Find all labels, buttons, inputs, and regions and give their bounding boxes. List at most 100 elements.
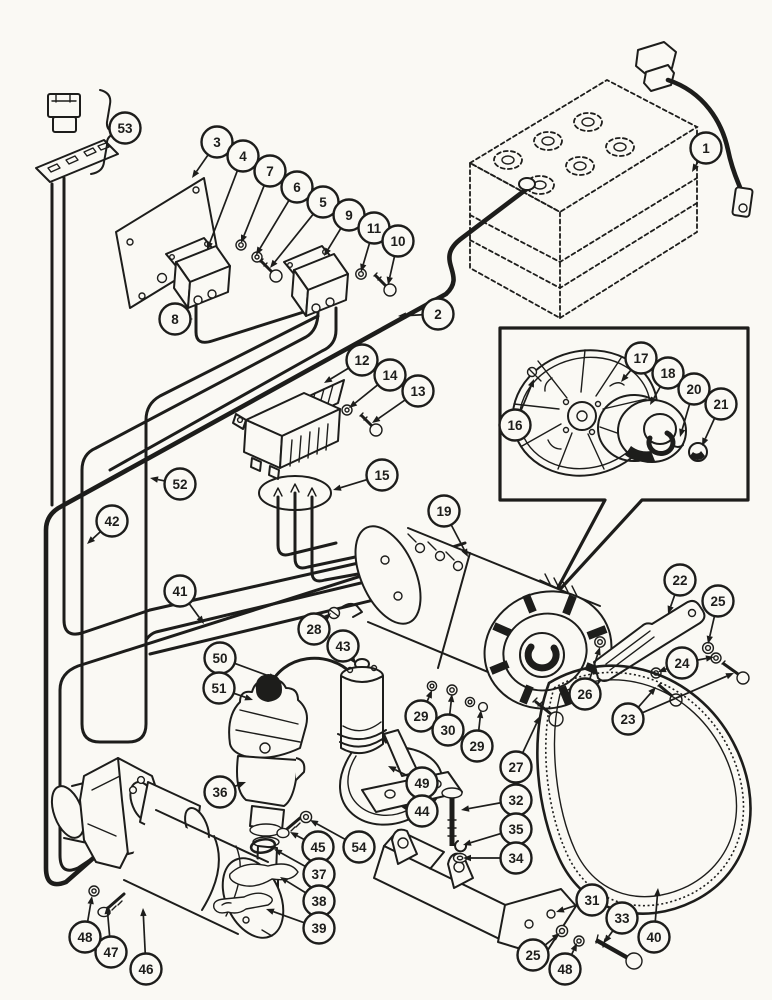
callout-circle-51: [202, 671, 236, 705]
leader-line-35: [470, 832, 502, 844]
callout-circle-48: [548, 952, 582, 986]
callout-number-38: 38: [311, 894, 327, 909]
callout-45: 45: [290, 830, 335, 864]
callout-number-8: 8: [171, 312, 179, 327]
screw-16: [526, 366, 542, 382]
clip-screw-28: [327, 602, 363, 620]
callout-40: 40: [637, 888, 671, 954]
callout-2: 2: [398, 297, 455, 331]
leader-arrow-52: [150, 476, 159, 483]
callout-number-31: 31: [584, 893, 600, 908]
leader-line-17: [625, 369, 632, 377]
callout-18: 18: [650, 356, 685, 405]
callout-number-10: 10: [390, 234, 405, 249]
callout-circle-46: [129, 952, 163, 986]
callout-number-51: 51: [211, 681, 227, 696]
callout-number-23: 23: [620, 712, 636, 727]
callout-circle-40: [637, 920, 671, 954]
callout-circle-21: [704, 387, 738, 421]
bolt-45: [276, 816, 302, 839]
callout-32: 32: [461, 783, 533, 817]
callout-9: 9: [324, 198, 366, 256]
callout-circle-47: [94, 935, 128, 969]
callout-number-29: 29: [413, 709, 428, 724]
callout-circle-5: [306, 185, 340, 219]
callout-circle-44: [405, 794, 439, 828]
callout-54: 54: [310, 820, 376, 864]
callout-circle-8: [158, 302, 192, 336]
callout-28: 28: [297, 612, 331, 646]
leader-arrow-48: [87, 896, 94, 905]
callout-circle-54: [342, 830, 376, 864]
leader-line-25: [708, 615, 716, 637]
callout-19: 19: [427, 494, 468, 557]
callout-38: 38: [280, 877, 336, 918]
leader-line-22: [669, 594, 676, 607]
leader-line-16: [520, 386, 532, 411]
callout-number-34: 34: [508, 851, 524, 866]
leader-line-11: [362, 242, 371, 265]
callout-52: 52: [150, 467, 197, 501]
callout-circle-25: [516, 938, 550, 972]
leader-line-40: [654, 895, 659, 922]
leader-arrow-29: [425, 690, 432, 699]
callout-circle-14: [373, 358, 407, 392]
callout-number-28: 28: [306, 622, 322, 637]
leader-line-20: [681, 403, 691, 430]
callout-number-33: 33: [614, 911, 630, 926]
leader-line-23: [637, 692, 652, 708]
callout-number-43: 43: [335, 639, 351, 654]
callout-circle-19: [427, 494, 461, 528]
callout-circle-20: [677, 372, 711, 406]
leader-arrow-1: [692, 163, 699, 172]
coil-43: [340, 658, 384, 755]
bolt-32: [441, 787, 463, 846]
callout-12: 12: [324, 343, 379, 383]
callout-31: 31: [556, 883, 609, 917]
leader-arrow-39: [266, 908, 275, 915]
leader-line-54: [316, 823, 346, 841]
callout-number-35: 35: [508, 822, 524, 837]
callout-circle-16: [498, 408, 532, 442]
leader-arrow-17: [621, 373, 629, 382]
bolt-13: [359, 412, 383, 437]
relay-4: [165, 237, 231, 309]
connector-53: [35, 89, 119, 183]
callout-circle-24: [665, 646, 699, 680]
callout-46: 46: [129, 908, 163, 986]
callout-23: 23: [611, 673, 734, 736]
callout-25: 25: [516, 933, 560, 972]
callout-number-4: 4: [239, 149, 247, 164]
leader-line-30: [448, 701, 452, 715]
callout-number-20: 20: [686, 382, 701, 397]
leader-arrow-24: [705, 655, 714, 662]
leader-line-15: [340, 478, 368, 489]
leader-arrow-46: [140, 908, 147, 917]
inset-box: [498, 326, 750, 599]
callout-48: 48: [68, 896, 102, 954]
callout-8: 8: [158, 302, 193, 336]
leader-arrow-16: [527, 379, 534, 388]
battery-post: [518, 177, 536, 191]
callout-number-52: 52: [172, 477, 187, 492]
callout-number-9: 9: [345, 208, 353, 223]
leader-arrow-50: [268, 673, 277, 680]
callout-number-14: 14: [382, 368, 398, 383]
callout-circle-53: [108, 111, 142, 145]
terminal-clip-39: [213, 892, 273, 914]
callout-16: 16: [498, 379, 534, 442]
leader-line-46: [142, 915, 147, 954]
callout-circle-7: [253, 154, 287, 188]
leader-arrow-26: [594, 647, 601, 656]
callout-circle-29: [460, 729, 494, 763]
leader-line-42: [92, 530, 102, 540]
nut-7: [235, 239, 247, 251]
callout-14: 14: [349, 358, 407, 408]
leader-arrow-29: [476, 710, 484, 719]
callout-number-25: 25: [710, 594, 726, 609]
leader-arrow-36: [237, 781, 246, 788]
leader-line-2: [405, 313, 423, 317]
callout-number-39: 39: [311, 921, 326, 936]
grommet-15: [258, 475, 332, 511]
callout-circle-31: [575, 883, 609, 917]
